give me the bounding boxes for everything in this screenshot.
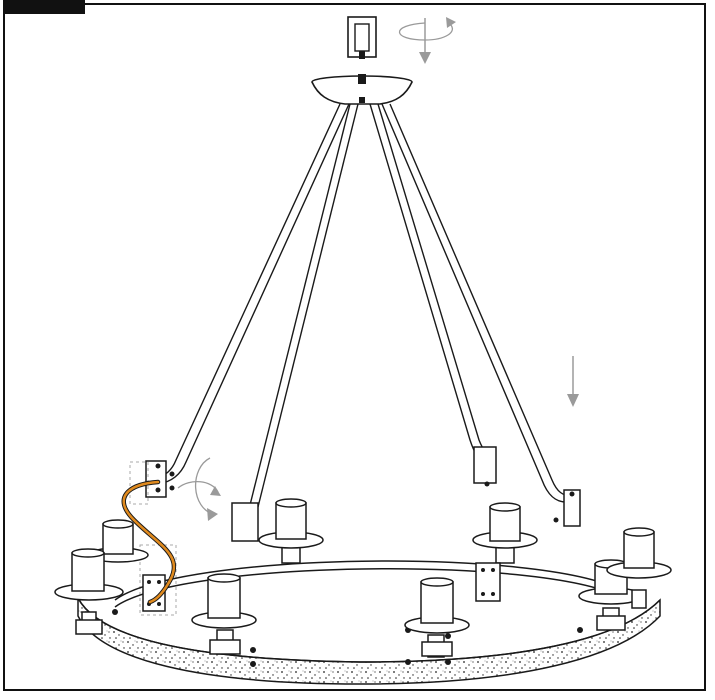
candle-cups-back: [258, 498, 538, 564]
bracket-screws: [155, 463, 575, 523]
rotate-arrow-top: [398, 17, 456, 41]
down-arrow-right: [567, 356, 579, 407]
down-arrow-top: [419, 18, 431, 64]
chandelier-arms: [155, 103, 573, 508]
rotate-arrow-left: [177, 457, 221, 521]
plate-screws: [112, 568, 583, 667]
diagram-frame: [3, 3, 706, 691]
electrical-wire: [121, 479, 177, 605]
ring-plates: [142, 562, 501, 612]
step-tab: [3, 0, 85, 14]
canopy: [311, 74, 413, 105]
ring-band: [77, 597, 661, 685]
candle-cups-front: [54, 519, 672, 658]
mounting-bracket: [347, 16, 377, 59]
ring-back: [114, 560, 621, 608]
arm-brackets: [145, 446, 581, 542]
